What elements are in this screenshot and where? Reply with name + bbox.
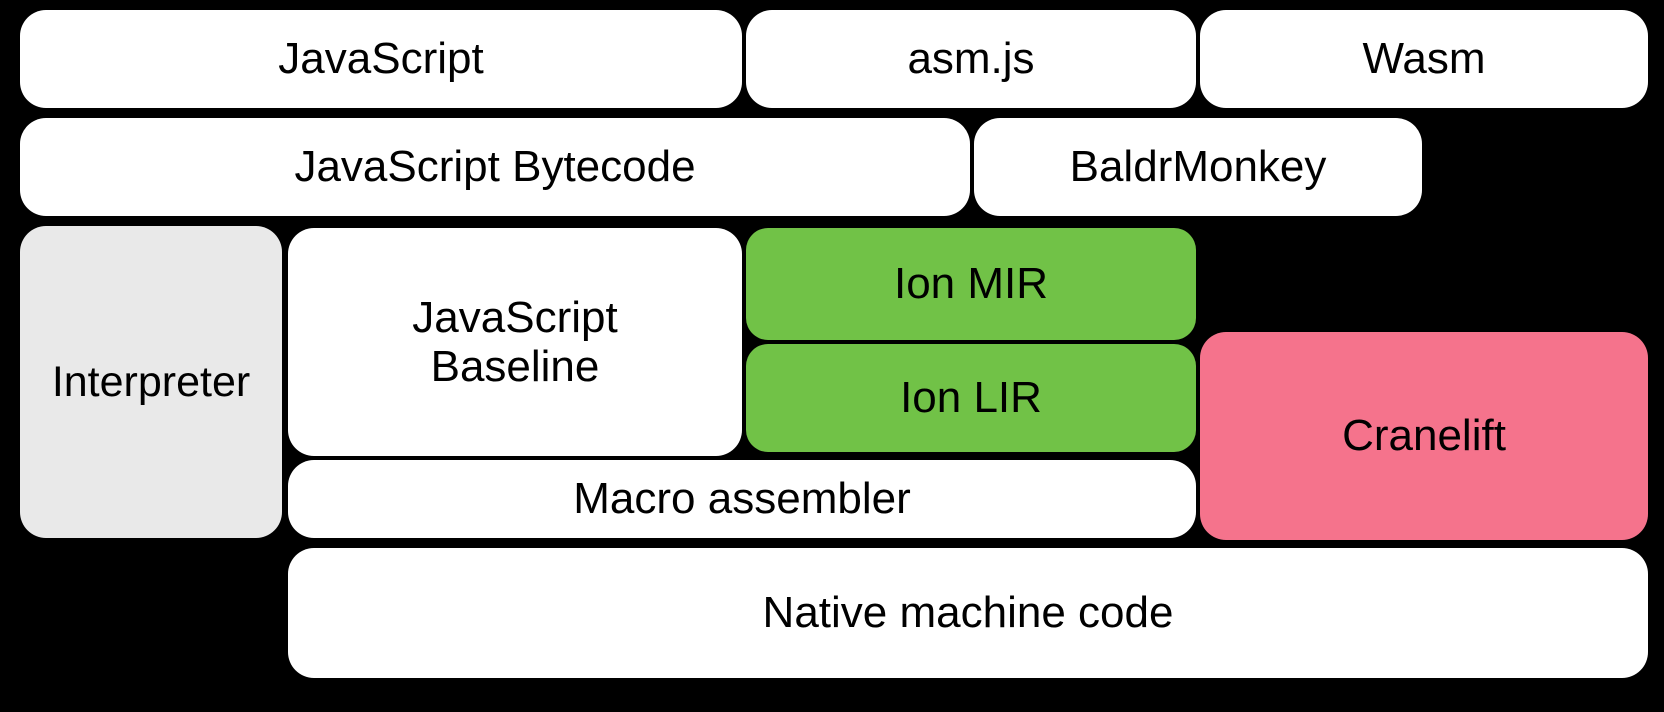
box-native-machine-code: Native machine code bbox=[288, 548, 1648, 678]
box-cranelift: Cranelift bbox=[1200, 332, 1648, 540]
box-javascript-baseline: JavaScript Baseline bbox=[288, 228, 742, 456]
box-baldrmonkey: BaldrMonkey bbox=[974, 118, 1422, 216]
box-ion-mir: Ion MIR bbox=[746, 228, 1196, 340]
box-ion-lir: Ion LIR bbox=[746, 344, 1196, 452]
box-interpreter: Interpreter bbox=[20, 226, 282, 538]
box-wasm: Wasm bbox=[1200, 10, 1648, 108]
box-macro-assembler: Macro assembler bbox=[288, 460, 1196, 538]
box-asm-js: asm.js bbox=[746, 10, 1196, 108]
box-javascript: JavaScript bbox=[20, 10, 742, 108]
box-javascript-bytecode: JavaScript Bytecode bbox=[20, 118, 970, 216]
